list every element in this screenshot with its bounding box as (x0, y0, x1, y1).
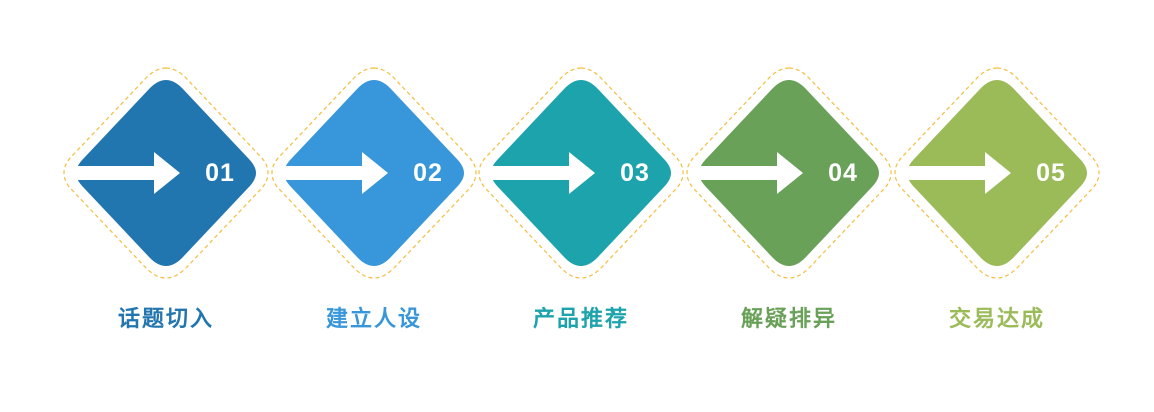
step-5-number: 05 (1036, 159, 1066, 187)
step-5: 05 交易达成 (893, 0, 1101, 412)
step-1-number: 01 (205, 159, 235, 187)
step-4-label: 解疑排异 (740, 307, 837, 332)
step-4: 04 解疑排异 (685, 0, 893, 412)
step-2-label: 建立人设 (325, 307, 422, 332)
step-2-diamond (271, 67, 477, 279)
step-2-number: 02 (413, 159, 443, 187)
step-4-diamond (686, 67, 892, 279)
step-5-diamond (894, 67, 1100, 279)
step-3: 03 产品推荐 (477, 0, 685, 412)
step-1-diamond (63, 67, 269, 279)
step-4-number: 04 (828, 159, 858, 187)
step-3-number: 03 (620, 159, 650, 187)
step-1-label: 话题切入 (117, 307, 214, 332)
step-3-label: 产品推荐 (532, 307, 629, 332)
step-5-label: 交易达成 (948, 307, 1045, 332)
step-2: 02 建立人设 (270, 0, 478, 412)
step-3-diamond (478, 67, 684, 279)
step-1: 01 话题切入 (62, 0, 270, 412)
